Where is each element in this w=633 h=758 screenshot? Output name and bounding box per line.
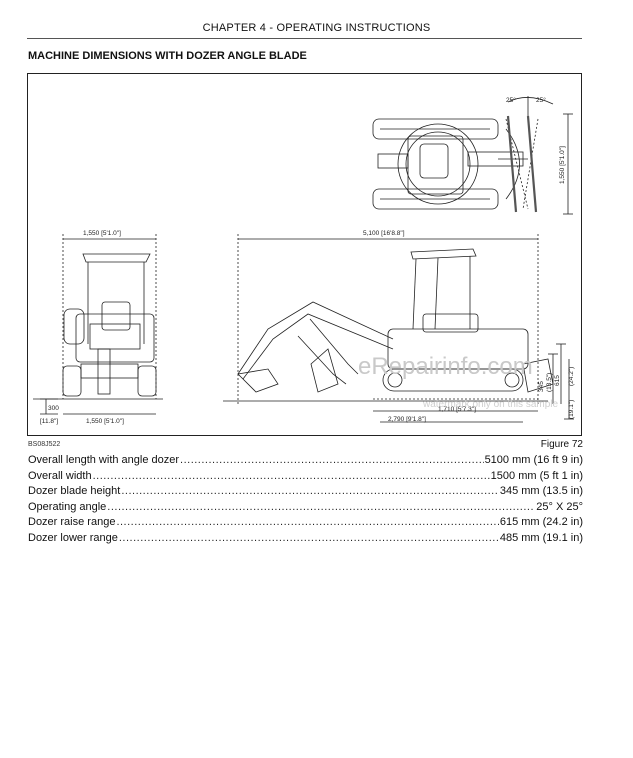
figure-label: Figure 72 bbox=[540, 439, 583, 450]
chapter-header: CHAPTER 4 - OPERATING INSTRUCTIONS bbox=[202, 22, 431, 34]
top-view-drawing bbox=[372, 96, 573, 215]
spec-value: 485 mm (19.1 in) bbox=[499, 531, 583, 544]
dot-leader bbox=[116, 515, 498, 531]
side-view-drawing bbox=[223, 234, 574, 423]
spec-label: Overall length with angle dozer bbox=[28, 454, 180, 466]
front-width-bottom-label: 1,550 [5'1.0"] bbox=[86, 418, 124, 425]
ground-clearance-label: 300 bbox=[48, 405, 59, 412]
spec-row: Dozer lower range 485 mm (19.1 in) bbox=[28, 531, 583, 547]
angle-right-label: 25° bbox=[536, 96, 546, 104]
dimensions-figure: 25° 25° 1,550 [5'1.0"] 1,550 [5'1.0"] 30… bbox=[27, 73, 582, 436]
spec-value: 615 mm (24.2 in) bbox=[499, 516, 583, 528]
spec-value: 1500 mm (5 ft 1 in) bbox=[490, 469, 583, 482]
front-width-top-label: 1,550 [5'1.0"] bbox=[83, 230, 121, 237]
spec-label: Overall width bbox=[28, 469, 92, 482]
raise-range-in-label: (24.2") bbox=[568, 367, 575, 386]
spec-value: 345 mm (13.5 in) bbox=[499, 485, 583, 497]
ground-clearance-in-label: [11.8"] bbox=[40, 418, 58, 425]
spec-label: Dozer raise range bbox=[28, 516, 116, 528]
spec-list: Overall length with angle dozer 5100 mm … bbox=[28, 453, 583, 546]
spec-label: Operating angle bbox=[28, 500, 107, 513]
dot-leader bbox=[121, 484, 499, 500]
spec-row: Overall width 1500 mm (5 ft 1 in) bbox=[28, 469, 583, 485]
spec-row: Dozer raise range 615 mm (24.2 in) bbox=[28, 515, 583, 531]
section-title: MACHINE DIMENSIONS WITH DOZER ANGLE BLAD… bbox=[28, 50, 307, 62]
spec-row: Overall length with angle dozer 5100 mm … bbox=[28, 453, 583, 469]
watermark-sub: watermark only on this sample bbox=[422, 399, 558, 410]
dot-leader bbox=[107, 500, 535, 516]
dot-leader bbox=[119, 531, 499, 547]
spec-label: Dozer lower range bbox=[28, 531, 118, 544]
lower-range-in-label: (19.1") bbox=[568, 400, 575, 419]
top-width-label: 1,550 [5'1.0"] bbox=[559, 146, 566, 184]
spec-value: 5100 mm (16 ft 9 in) bbox=[484, 454, 583, 466]
header-rule bbox=[27, 38, 582, 39]
blade-height-in-label: (13.5") bbox=[546, 373, 553, 392]
dot-leader bbox=[93, 469, 490, 485]
spec-row: Dozer blade height 345 mm (13.5 in) bbox=[28, 484, 583, 500]
overall-length-label: 5,100 [16'8.8"] bbox=[363, 230, 405, 237]
spec-row: Operating angle 25° X 25° bbox=[28, 500, 583, 516]
dot-leader bbox=[180, 453, 484, 469]
excavator-drawings: 25° 25° 1,550 [5'1.0"] 1,550 [5'1.0"] 30… bbox=[33, 96, 575, 425]
watermark: eRepairinfo.com bbox=[358, 353, 533, 380]
figure-code: BS08J522 bbox=[28, 441, 61, 448]
angle-left-label: 25° bbox=[506, 96, 516, 104]
front-view-drawing bbox=[33, 234, 163, 415]
raise-range-label: 615 bbox=[554, 375, 561, 386]
spec-label: Dozer blade height bbox=[28, 485, 121, 497]
spec-value: 25° X 25° bbox=[536, 500, 583, 513]
track-length-label: 1,710 [5'7.3"] bbox=[438, 406, 476, 413]
undercarriage-length-label: 2,790 [9'1.8"] bbox=[388, 416, 426, 423]
blade-height-label: 345 bbox=[538, 381, 545, 392]
